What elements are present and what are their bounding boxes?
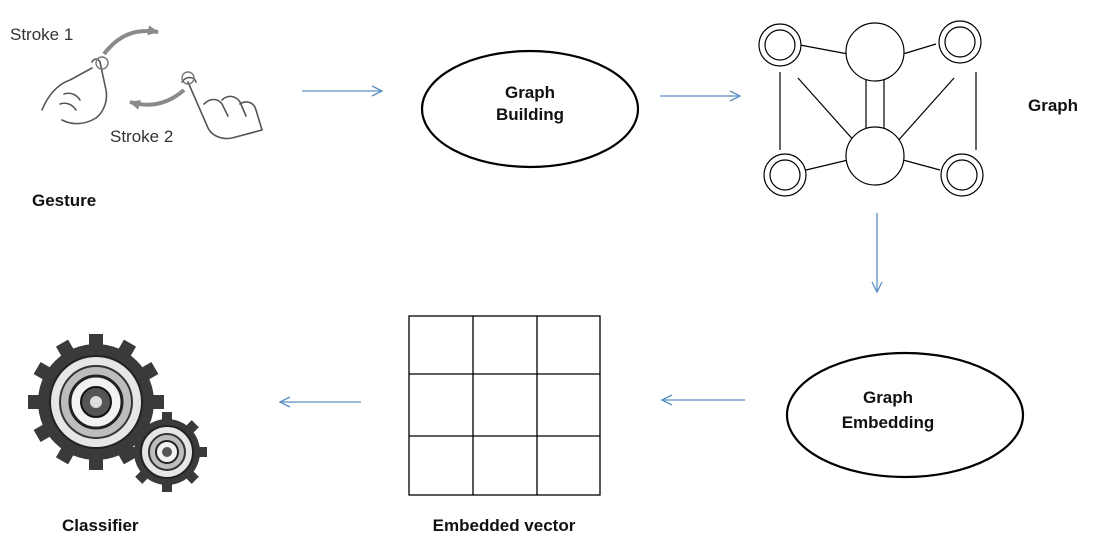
embedded-vector-label: Embedded vector — [433, 516, 576, 535]
vector-grid-border — [408, 315, 601, 496]
graph-building-line1: Graph — [505, 83, 555, 102]
graph-edge — [797, 77, 857, 144]
graph-node — [845, 126, 905, 186]
graph-building-node: Graph Building — [420, 49, 640, 169]
stroke2-label: Stroke 2 — [110, 127, 173, 146]
graph-node-inner — [944, 26, 976, 58]
graph-node-inner — [769, 159, 801, 191]
graph-embedding-node: Graph Embedding — [785, 351, 1025, 479]
gesture-group: Stroke 1 Stroke 2 Gesture — [10, 25, 263, 210]
hand-gesture-icon — [41, 56, 263, 140]
embedded-vector-grid — [408, 315, 601, 496]
graph-node-inner — [946, 159, 978, 191]
graph-building-ellipse — [420, 49, 640, 169]
gesture-motion-arrows — [102, 25, 186, 110]
gears-icon — [28, 334, 207, 492]
graph-embedding-line1: Graph — [863, 388, 913, 407]
graph-edge — [805, 159, 849, 171]
classifier-label: Classifier — [62, 516, 139, 535]
graph-embedding-line2: Embedding — [842, 413, 935, 432]
graph-edge — [902, 159, 941, 171]
graph-label: Graph — [1028, 96, 1078, 115]
graph-building-line2: Building — [496, 105, 564, 124]
graph-edge — [895, 77, 955, 144]
stroke1-label: Stroke 1 — [10, 25, 73, 44]
graph-edge — [799, 44, 849, 55]
graph-node-inner — [764, 29, 796, 61]
graph-edge — [902, 43, 937, 55]
graph-embedding-ellipse — [785, 351, 1025, 479]
graph-figure — [758, 20, 984, 197]
graph-node — [845, 22, 905, 82]
gesture-label: Gesture — [32, 191, 96, 210]
